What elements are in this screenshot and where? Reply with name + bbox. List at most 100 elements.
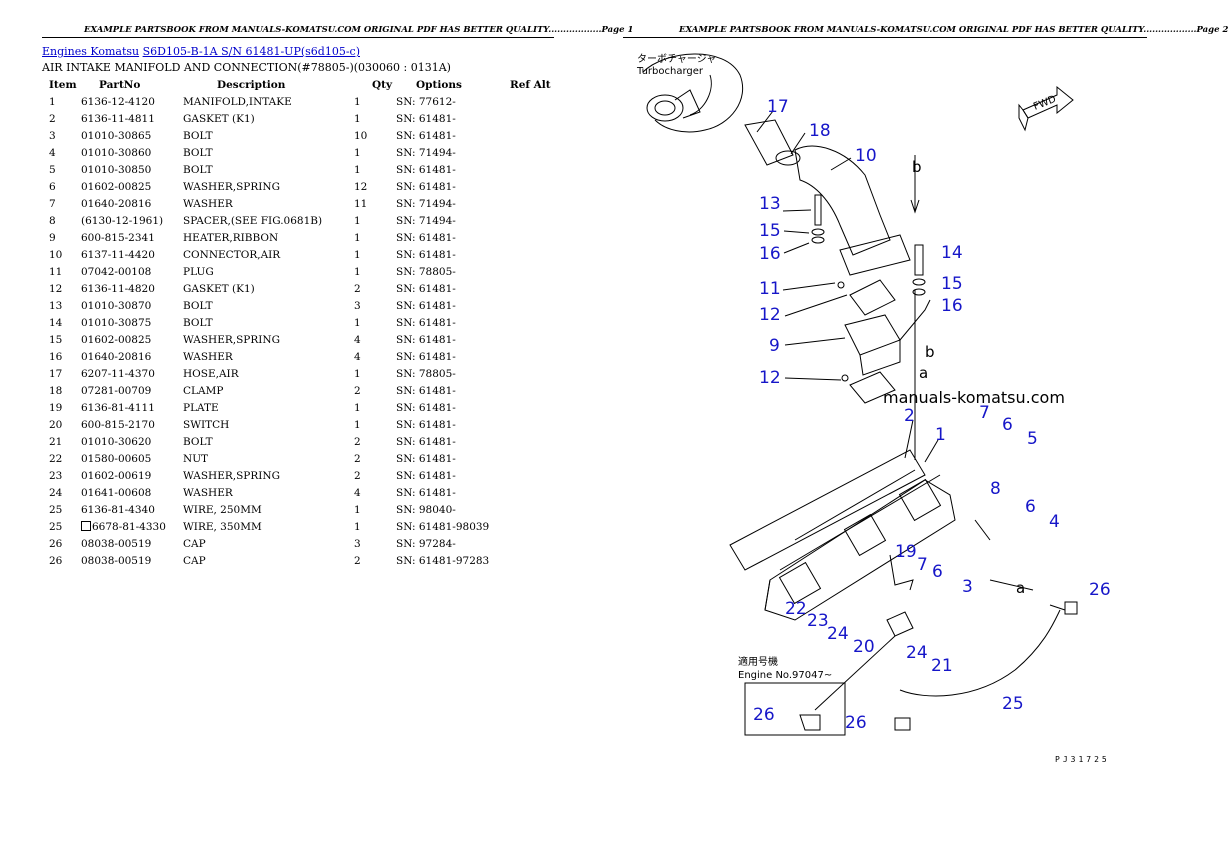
cell-item: 22 xyxy=(49,452,63,465)
cell-partno: 6137-11-4420 xyxy=(81,248,155,261)
breadcrumb-link-engines[interactable]: Engines Komatsu xyxy=(42,45,140,58)
cell-description: PLUG xyxy=(183,265,214,278)
cell-options: SN: 61481- xyxy=(396,231,456,244)
cell-item: 24 xyxy=(49,486,63,499)
cell-options: SN: 61481- xyxy=(396,384,456,397)
cell-description: NUT xyxy=(183,452,209,465)
callout-24: 24 xyxy=(827,624,849,644)
cell-item: 2 xyxy=(49,112,56,125)
callout-11: 11 xyxy=(759,279,781,299)
cell-qty: 12 xyxy=(354,180,368,193)
cell-description: MANIFOLD,INTAKE xyxy=(183,95,292,108)
cell-qty: 2 xyxy=(354,435,361,448)
cell-ref-alt xyxy=(510,212,570,229)
cell-ref-alt xyxy=(510,535,570,552)
cell-item: 16 xyxy=(49,350,63,363)
cell-ref-alt xyxy=(510,93,570,110)
callout-3: 3 xyxy=(962,577,973,597)
cell-item: 12 xyxy=(49,282,63,295)
callout-24b: 24 xyxy=(906,643,928,663)
cell-description: WASHER xyxy=(183,486,233,499)
cell-description: WASHER,SPRING xyxy=(183,333,280,346)
cell-ref-alt xyxy=(510,331,570,348)
cell-qty: 1 xyxy=(354,95,361,108)
checkbox-icon[interactable] xyxy=(81,520,91,531)
cell-partno: 01010-30850 xyxy=(81,163,152,176)
cell-ref-alt xyxy=(510,450,570,467)
callout-14: 14 xyxy=(941,243,963,263)
cell-item: 18 xyxy=(49,384,63,397)
parts-table: Item PartNo Description Qty Options Ref … xyxy=(45,76,570,569)
cell-qty: 1 xyxy=(354,265,361,278)
cell-partno: 6136-12-4120 xyxy=(81,95,155,108)
callout-12b: 12 xyxy=(759,368,781,388)
cell-qty: 1 xyxy=(354,248,361,261)
callout-13: 13 xyxy=(759,194,781,214)
cell-item: 13 xyxy=(49,299,63,312)
callout-22: 22 xyxy=(785,599,807,619)
cell-options: SN: 61481- xyxy=(396,129,456,142)
cell-description: PLATE xyxy=(183,401,219,414)
cell-description: WIRE, 350MM xyxy=(183,520,262,533)
cell-options: SN: 61481- xyxy=(396,163,456,176)
cell-options: SN: 61481- xyxy=(396,282,456,295)
column-header-qty: Qty xyxy=(372,78,393,91)
cell-ref-alt xyxy=(510,467,570,484)
partno-text: 6678-81-4330 xyxy=(92,520,166,533)
header-rule xyxy=(623,37,1147,38)
cell-partno: (6130-12-1961) xyxy=(81,214,164,227)
cell-partno: 01010-30865 xyxy=(81,129,152,142)
breadcrumb-link-model[interactable]: S6D105-B-1A S/N 61481-UP(s6d105-c) xyxy=(142,45,360,58)
cell-partno: 6136-81-4340 xyxy=(81,503,155,516)
cell-partno: 01010-30870 xyxy=(81,299,152,312)
cell-ref-alt xyxy=(510,178,570,195)
exploded-parts-diagram: ターボチャージャ Turbocharger FWD xyxy=(636,53,1111,736)
callout-25: 25 xyxy=(1002,694,1024,714)
cell-partno: 07042-00108 xyxy=(81,265,152,278)
cell-partno: 01640-20816 xyxy=(81,197,152,210)
cell-partno: 6136-11-4811 xyxy=(81,112,155,125)
cell-description: GASKET (K1) xyxy=(183,282,255,295)
ref-letter-a2: a xyxy=(1016,579,1025,597)
cell-item: 9 xyxy=(49,231,56,244)
ref-letter-b: b xyxy=(912,158,922,176)
cell-partno: 08038-00519 xyxy=(81,537,152,550)
cell-qty: 4 xyxy=(354,333,361,346)
cell-partno: 01641-00608 xyxy=(81,486,152,499)
cell-ref-alt xyxy=(510,348,570,365)
cell-description: GASKET (K1) xyxy=(183,112,255,125)
cell-qty: 1 xyxy=(354,316,361,329)
callout-6c: 6 xyxy=(932,562,943,582)
cell-item: 23 xyxy=(49,469,63,482)
callout-1: 1 xyxy=(935,425,946,445)
cell-description: CAP xyxy=(183,537,206,550)
cell-qty: 2 xyxy=(354,554,361,567)
cell-qty: 4 xyxy=(354,350,361,363)
cell-item: 1 xyxy=(49,95,56,108)
cell-ref-alt xyxy=(510,263,570,280)
column-header-options: Options xyxy=(416,78,462,91)
cell-ref-alt xyxy=(510,399,570,416)
cell-item: 25 xyxy=(49,520,63,533)
table-header-row: Item PartNo Description Qty Options Ref … xyxy=(45,76,570,93)
cell-partno: 07281-00709 xyxy=(81,384,152,397)
callout-4: 4 xyxy=(1049,512,1060,532)
cell-description: WASHER,SPRING xyxy=(183,180,280,193)
cell-ref-alt xyxy=(510,501,570,518)
cell-options: SN: 71494- xyxy=(396,197,456,210)
cell-item: 5 xyxy=(49,163,56,176)
cell-qty: 1 xyxy=(354,520,361,533)
cell-item: 8 xyxy=(49,214,56,227)
